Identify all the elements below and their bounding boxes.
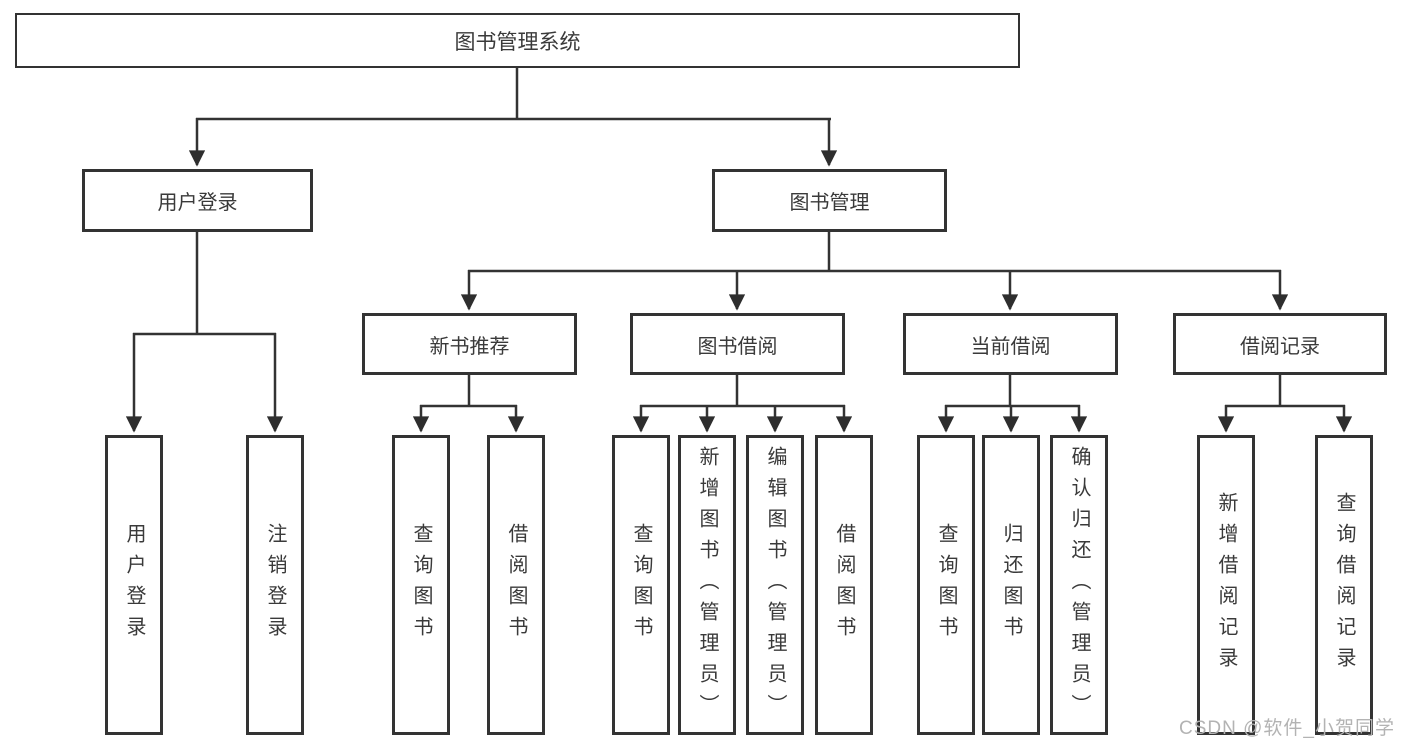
- leaf-current-confirm-return-admin: 确认归还（管理员）: [1050, 435, 1108, 735]
- node-label: 借阅图书: [833, 523, 855, 647]
- node-label: 查询借阅记录: [1333, 492, 1355, 678]
- node-label: 新增图书（管理员）: [696, 445, 718, 725]
- leaf-logout-login: 注销登录: [246, 435, 304, 735]
- leaf-current-return-book: 归还图书: [982, 435, 1040, 735]
- node-library-system: 图书管理系统: [15, 13, 1020, 68]
- node-label: 新增借阅记录: [1215, 492, 1237, 678]
- node-book-management: 图书管理: [712, 169, 947, 232]
- leaf-borrow-add-book-admin: 新增图书（管理员）: [678, 435, 736, 735]
- node-label: 图书管理: [789, 192, 870, 214]
- node-user-login: 用户登录: [82, 169, 313, 232]
- node-label: 用户登录: [157, 192, 238, 214]
- leaf-current-query-book: 查询图书: [917, 435, 975, 735]
- node-new-book-recommend: 新书推荐: [362, 313, 577, 375]
- node-label: 编辑图书（管理员）: [764, 445, 786, 725]
- node-label: 当前借阅: [970, 335, 1051, 358]
- node-book-borrow: 图书借阅: [630, 313, 845, 375]
- node-label: 图书借阅: [697, 335, 778, 358]
- node-borrow-records: 借阅记录: [1173, 313, 1387, 375]
- leaf-recommend-borrow-book: 借阅图书: [487, 435, 545, 735]
- node-label: 确认归还（管理员）: [1068, 445, 1090, 725]
- leaf-user-login: 用户登录: [105, 435, 163, 735]
- node-label: 注销登录: [264, 523, 286, 647]
- node-label: 新书推荐: [429, 335, 510, 358]
- leaf-records-query-record: 查询借阅记录: [1315, 435, 1373, 735]
- leaf-records-add-record: 新增借阅记录: [1197, 435, 1255, 735]
- node-label: 查询图书: [630, 523, 652, 647]
- node-label: 查询图书: [410, 523, 432, 647]
- node-current-borrow: 当前借阅: [903, 313, 1118, 375]
- leaf-borrow-edit-book-admin: 编辑图书（管理员）: [746, 435, 804, 735]
- node-label: 借阅记录: [1240, 335, 1320, 358]
- node-label: 用户登录: [123, 523, 145, 647]
- leaf-borrow-query-book: 查询图书: [612, 435, 670, 735]
- node-label: 查询图书: [935, 523, 957, 647]
- node-label: 借阅图书: [505, 523, 527, 647]
- node-label: 图书管理系统: [454, 30, 581, 54]
- leaf-recommend-query-book: 查询图书: [392, 435, 450, 735]
- node-label: 归还图书: [1000, 523, 1022, 647]
- leaf-borrow-borrow-book: 借阅图书: [815, 435, 873, 735]
